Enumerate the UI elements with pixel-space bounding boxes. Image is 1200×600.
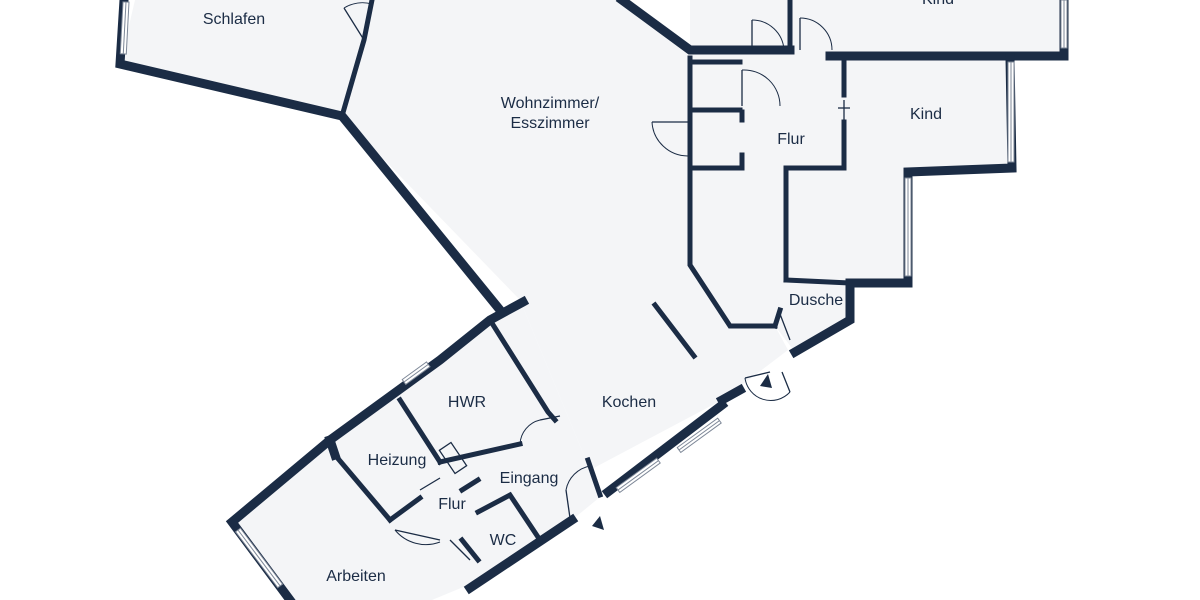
window-living-south-b xyxy=(615,457,661,494)
doors xyxy=(343,2,850,561)
wall-flur-east-b xyxy=(783,119,847,283)
label-wohnzimmer: Wohnzimmer/ xyxy=(501,95,600,112)
floor-schlafen xyxy=(120,0,372,116)
door-hwr xyxy=(519,415,561,445)
floor-area xyxy=(120,0,1064,600)
floor-south-wing xyxy=(232,300,600,600)
door-closet-upper xyxy=(741,69,781,107)
interior-walls xyxy=(331,0,853,564)
entry-arrow-terrace xyxy=(760,374,772,388)
wall-wc-north xyxy=(474,491,544,544)
wall-heizung-east xyxy=(386,494,424,524)
window-hwr-north xyxy=(401,361,431,386)
windows xyxy=(119,0,1068,589)
label-dusche: Dusche xyxy=(789,292,843,309)
label-esszimmer: Esszimmer xyxy=(510,115,590,132)
wall-dusche-west xyxy=(771,306,784,330)
door-terrace xyxy=(744,371,791,401)
window-arbeiten-west xyxy=(234,527,284,589)
door-schlafen xyxy=(343,2,373,41)
label-heizung: Heizung xyxy=(368,452,427,469)
label-kind: Kind xyxy=(910,106,942,123)
window-schlafen-west xyxy=(119,1,130,55)
window-living-south-a xyxy=(676,417,722,454)
wall-south-entry xyxy=(463,513,579,595)
label-hwr: HWR xyxy=(448,394,486,411)
wall-wc-west xyxy=(458,536,482,564)
wall-counter xyxy=(651,301,698,360)
label-kind-top: Kind xyxy=(922,0,954,8)
label-flur-lower: Flur xyxy=(438,496,466,513)
window-kind-south-east xyxy=(904,177,912,277)
wall-south-living xyxy=(601,398,729,499)
entry-arrow-main xyxy=(592,516,604,530)
door-flur-kind xyxy=(838,100,850,120)
wall-entry-west xyxy=(584,456,604,499)
label-eingang: Eingang xyxy=(500,470,559,487)
entry-markers xyxy=(592,374,772,530)
door-kind-top-left xyxy=(751,19,785,51)
label-kochen: Kochen xyxy=(602,394,656,411)
wall-south-east xyxy=(715,383,747,407)
door-closet-lower xyxy=(651,121,690,157)
label-arbeiten: Arbeiten xyxy=(326,568,386,585)
door-kind-top-right xyxy=(799,17,833,51)
wall-flur-lower xyxy=(458,476,482,494)
wall-hwr-south xyxy=(396,396,444,466)
door-arbeiten xyxy=(394,529,441,546)
wall-closets xyxy=(687,55,778,329)
door-wc xyxy=(449,539,471,561)
wall-east-kind xyxy=(788,53,1017,359)
room-labels: Schlafen Kind Wohnzimmer/ Esszimmer Flur… xyxy=(203,0,954,585)
label-flur-upper: Flur xyxy=(777,131,805,148)
stair-heizung xyxy=(438,441,468,475)
window-kind-top-east xyxy=(1060,0,1068,49)
label-wc: WC xyxy=(490,532,517,549)
door-heizung xyxy=(419,477,441,491)
wall-hwr-bottom xyxy=(437,441,523,465)
wall-dusche-top xyxy=(783,277,853,286)
wall-heizung-south xyxy=(331,451,394,524)
label-schlafen: Schlafen xyxy=(203,11,265,28)
door-eingang xyxy=(565,465,591,519)
wall-north-living xyxy=(615,0,795,55)
window-kind-east xyxy=(1007,61,1015,163)
door-dusche xyxy=(779,313,791,341)
floor-living xyxy=(342,0,788,470)
